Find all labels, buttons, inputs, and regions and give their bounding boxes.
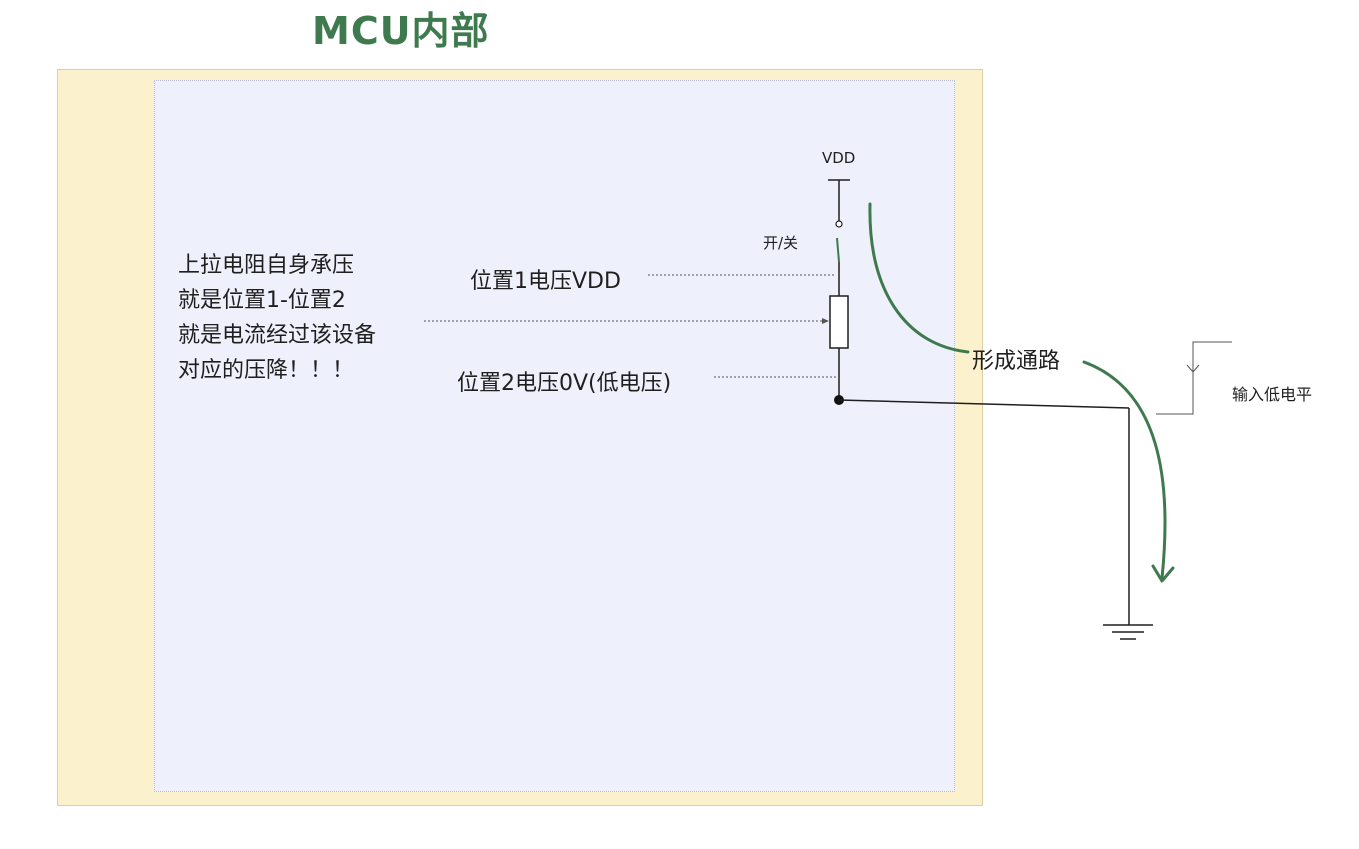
input-low-label: 输入低电平: [1232, 385, 1313, 404]
current-path-arrow-top: [868, 202, 970, 354]
note-line: 就是电流经过该设备: [178, 323, 377, 348]
current-path-arrow-bottom: [1082, 360, 1167, 580]
low-level-down-arrow: [1186, 364, 1200, 373]
switch-label: 开/关: [763, 234, 799, 252]
note-line: 就是位置1-位置2: [178, 288, 346, 313]
note-line: 上拉电阻自身承压: [178, 253, 355, 278]
switch-pivot: [835, 220, 843, 228]
switch-blade: [836, 237, 840, 263]
low-level-waveform: [1156, 341, 1232, 415]
current-path-arrowhead: [1151, 564, 1175, 583]
position1-label: 位置1电压VDD: [470, 269, 621, 294]
page-title: MCU内部: [312, 9, 490, 53]
vdd-label: VDD: [822, 149, 856, 167]
pullup-note: 上拉电阻自身承压 就是位置1-位置2 就是电流经过该设备 对应的压降！！！: [178, 248, 376, 388]
mcu-inner-box: [154, 80, 955, 792]
node-to-pin-wire: [838, 399, 1130, 409]
position2-label: 位置2电压0V(低电压): [457, 371, 672, 396]
leader-note-arrowhead: [822, 318, 829, 324]
pullup-resistor: [829, 295, 849, 349]
note-line: 对应的压降！！！: [178, 358, 355, 383]
path-label: 形成通路: [972, 349, 1061, 374]
